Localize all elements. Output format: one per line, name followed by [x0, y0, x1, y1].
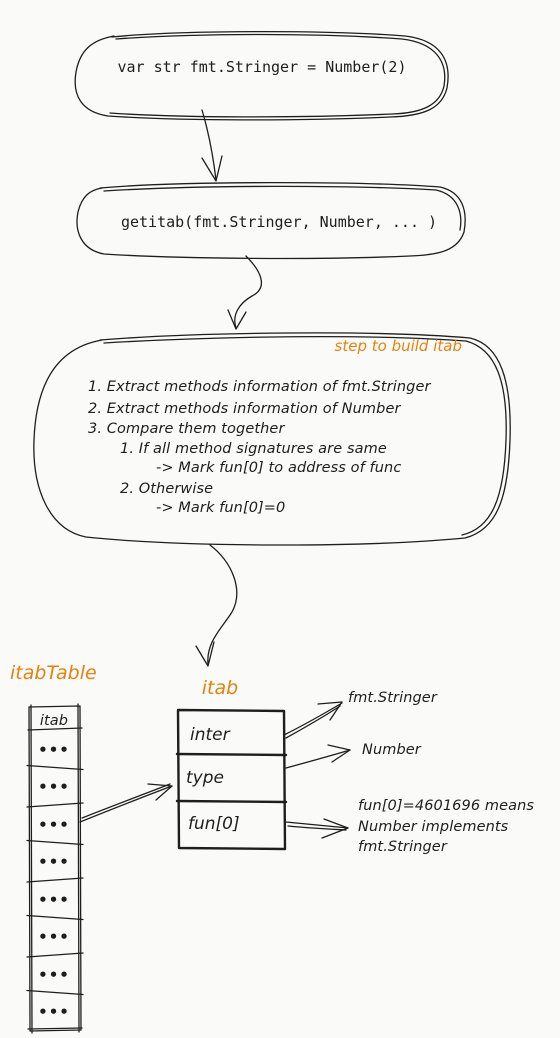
itab-table-cell[interactable]: ••• [38, 928, 70, 946]
arrow-inter-to-stringer [283, 701, 343, 739]
itab-divider-1 [175, 752, 288, 757]
arrow-4-head [147, 783, 173, 801]
itab-table-row-divider [26, 952, 84, 958]
declaration-text: var str fmt.Stringer = Number(2) [118, 58, 407, 76]
arrow-fun-to-note [285, 818, 349, 839]
itab-field-inter: inter [190, 725, 231, 745]
itab-table-row-divider [26, 914, 84, 921]
target-type: Number [362, 742, 422, 758]
itab-table-header-divider [27, 727, 83, 731]
steps-node[interactable]: step to build itab 1. Extract methods in… [33, 332, 511, 546]
step-line-2: 2. Extract methods information of Number [88, 401, 401, 417]
itab-table-cell[interactable]: ••• [38, 853, 70, 871]
itab-table-row-divider [26, 802, 84, 808]
itab-table-header: itab [40, 713, 68, 729]
declaration-node[interactable]: var str fmt.Stringer = Number(2) [74, 30, 449, 121]
itab-table-row-divider [26, 764, 84, 771]
itab-table: itabTable itab ••• ••• ••• ••• ••• ••• ••• ••• [10, 662, 97, 1034]
itab-table-cell[interactable]: ••• [38, 966, 70, 984]
arrow-2-shaft [234, 255, 262, 329]
itab-table-cell[interactable]: ••• [38, 778, 70, 796]
itab-table-cell[interactable]: ••• [38, 741, 70, 759]
target-inter: fmt.Stringer [348, 690, 438, 706]
target-fun-line-1: fun[0]=4601696 means [358, 798, 534, 814]
arrow-1-head [201, 155, 223, 182]
arrow-4-shaft-2 [81, 783, 171, 819]
arrow-steps-to-itab [195, 544, 238, 667]
arrow-declaration-to-getitab [201, 109, 223, 182]
getitab-node[interactable]: getitab(fmt.Stringer, Number, ... ) [76, 181, 466, 260]
itab-divider-2 [175, 799, 288, 804]
itab-field-fun: fun[0] [188, 814, 240, 834]
itab-table-row-divider [26, 877, 84, 883]
steps-node-outline [33, 332, 511, 546]
arrow-7-shaft [285, 821, 349, 829]
step-line-4: 1. If all method signatures are same [120, 441, 387, 457]
step-line-3: 3. Compare them together [88, 421, 285, 437]
itab-table-row-divider [26, 989, 84, 996]
itab-table-cell[interactable]: ••• [38, 891, 70, 909]
arrow-7-shaft-2 [287, 825, 347, 831]
itab-table-cell[interactable]: ••• [38, 1003, 70, 1021]
itab-table-title: itabTable [10, 662, 97, 684]
itab-table-cell[interactable]: ••• [38, 816, 70, 834]
itab-field-type: type [186, 768, 224, 788]
getitab-node-outline [76, 181, 466, 260]
arrow-4-shaft [79, 785, 173, 823]
declaration-node-outline [74, 30, 449, 121]
steps-node-outline-2 [103, 336, 507, 536]
itab-struct[interactable]: itab inter type fun[0] [175, 677, 288, 851]
itab-table-row-divider [26, 839, 84, 846]
arrow-5-shaft-2 [285, 705, 341, 739]
step-line-1: 1. Extract methods information of fmt.St… [88, 379, 431, 395]
step-line-7: -> Mark fun[0]=0 [156, 500, 285, 516]
step-line-5: -> Mark fun[0] to address of func [156, 460, 401, 476]
itab-table-cells: ••• ••• ••• ••• ••• ••• ••• ••• [26, 727, 84, 1021]
arrow-3-head [195, 641, 215, 667]
arrow-7-head [321, 818, 349, 839]
step-line-6: 2. Otherwise [120, 481, 213, 497]
itab-table-outline [28, 705, 82, 1032]
arrow-table-to-itab [79, 783, 173, 823]
target-fun-line-2: Number implements [358, 819, 509, 835]
arrow-1-shaft [201, 109, 217, 181]
itab-table-outline-2 [27, 703, 83, 1034]
arrow-getitab-to-steps [227, 255, 262, 330]
arrow-5-shaft [283, 702, 343, 736]
itab-title: itab [202, 677, 238, 699]
arrow-6-head [327, 744, 351, 763]
arrow-3-shaft [207, 544, 238, 665]
steps-title: step to build itab [335, 337, 462, 355]
arrow-type-to-number [285, 744, 351, 769]
getitab-text: getitab(fmt.Stringer, Number, ... ) [121, 213, 437, 231]
getitab-node-outline-2 [103, 185, 462, 231]
arrow-2-head [227, 309, 247, 330]
declaration-node-outline-2 [109, 33, 446, 118]
target-fun-line-3: fmt.Stringer [358, 839, 448, 855]
arrow-5-head [317, 701, 343, 721]
arrow-6-shaft [285, 749, 351, 769]
